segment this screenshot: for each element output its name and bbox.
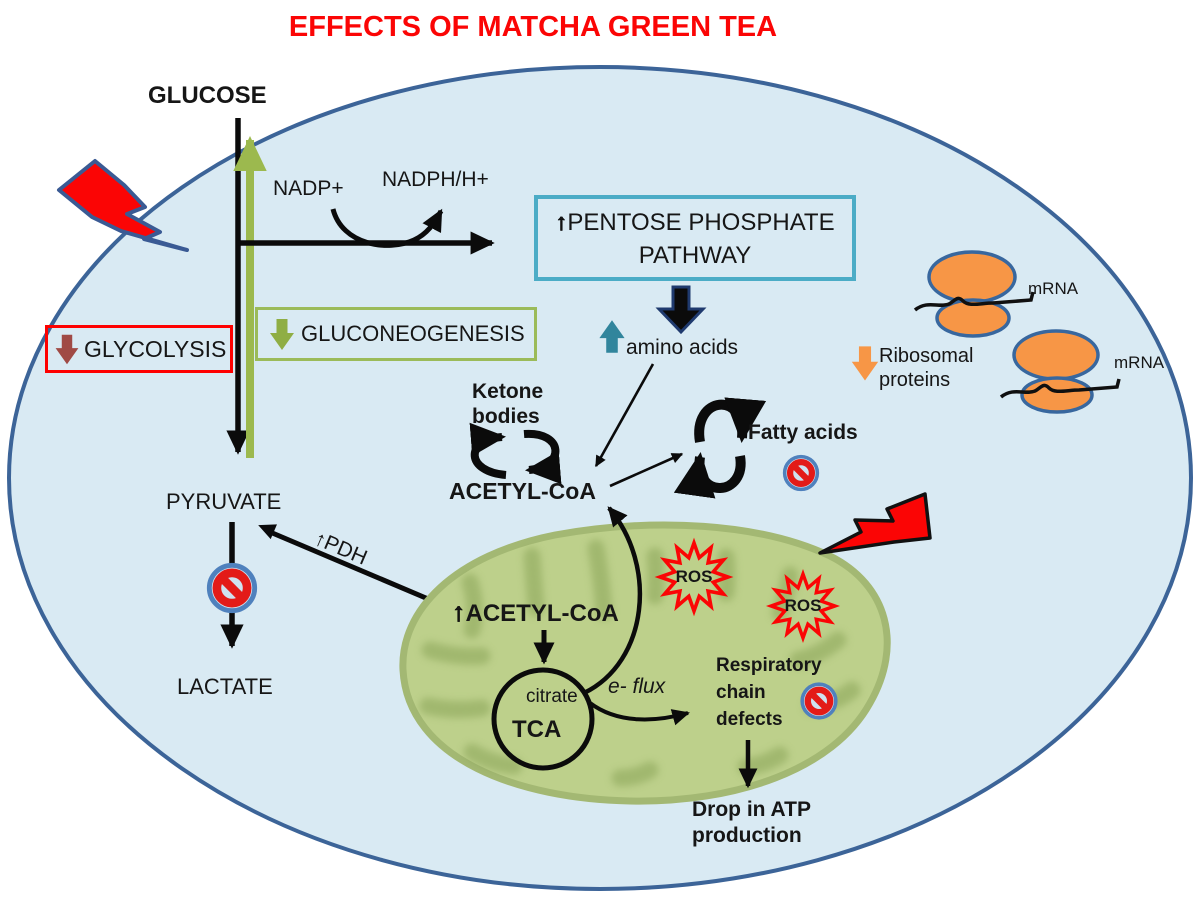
atp-drop-label: Drop in ATP production [692, 798, 811, 847]
mito-acetyl-coa-label: ↑ACETYL-CoA [452, 597, 619, 627]
mrna-top-label: mRNA [1028, 279, 1079, 298]
glucose-label: GLUCOSE [148, 82, 267, 109]
gluconeogenesis-box: GLUCONEOGENESIS [255, 307, 537, 361]
ketone-bodies-label: Ketone bodies [472, 380, 544, 428]
ribosome-top [927, 250, 1017, 338]
eflux-label: e- flux [608, 675, 666, 698]
nadp-nadph-swoosh-arrow [330, 208, 444, 248]
ketone-cycle-left-arrow [469, 422, 507, 479]
no-entry-icon-lactate [209, 565, 254, 610]
nadp-label: NADP+ [273, 177, 344, 200]
gluconeogenesis-label: GLUCONEOGENESIS [301, 321, 525, 347]
tca-cycle-circle [491, 667, 595, 771]
citrate-to-cytosol-acetylcoa-arrow [583, 506, 643, 696]
fatty-acid-cycle-top-arrow [694, 397, 767, 443]
ribosomal-proteins-label: Ribosomal proteins [879, 345, 974, 391]
mito-acetyl-up-arrow-icon: ↑ [452, 597, 466, 627]
nadph-label: NADPH/H+ [382, 168, 489, 191]
acetylcoa-to-fattyacids-arrow [609, 452, 684, 488]
fatty-acid-cycle-bottom-arrow [673, 452, 746, 499]
lightning-bolt-right-icon [818, 492, 932, 555]
glycolysis-label: GLYCOLYSIS [84, 335, 227, 362]
eflux-arrow [588, 701, 690, 726]
cell-membrane [7, 65, 1193, 891]
acetyl-coa-cytosol-label: ACETYL-CoA [449, 478, 596, 504]
pentose-phosphate-pathway-box [534, 195, 856, 281]
ppp-up-arrow-icon: ↑ [555, 209, 568, 236]
fatty-acids-label: Fatty acids [748, 421, 858, 444]
pentose-phosphate-pathway-label: ↑PENTOSE PHOSPHATE PATHWAY [555, 209, 835, 269]
ros-right-label: ROS [784, 596, 822, 616]
mrna-bottom-label: mRNA [1114, 353, 1165, 372]
pyruvate-pdh-acetylcoa-line [269, 529, 441, 607]
ribosome-bottom [1012, 329, 1100, 414]
ppp-down-block-arrow [655, 285, 707, 335]
glycolysis-box: GLYCOLYSIS [45, 325, 233, 373]
pdh-arrowhead-left [258, 524, 277, 540]
lightning-bolt-left-icon [57, 159, 189, 252]
amino-acids-label: amino acids [626, 336, 739, 359]
ros-left-label: ROS [675, 567, 713, 587]
no-entry-icon-fatty-acids [785, 457, 818, 490]
diagram-title: EFFECTS OF MATCHA GREEN TEA [288, 11, 778, 43]
amino-acids-to-acetylcoa-arrow [594, 363, 655, 468]
pyruvate-label: PYRUVATE [166, 489, 282, 514]
ketone-cycle-right-arrow [523, 429, 562, 485]
tca-label: TCA [512, 716, 562, 743]
lactate-label: LACTATE [177, 674, 273, 699]
citrate-label: citrate [526, 686, 578, 707]
respiratory-chain-defects-label: Respiratory chain defects [716, 655, 822, 730]
mitochondrion-body [399, 521, 891, 805]
